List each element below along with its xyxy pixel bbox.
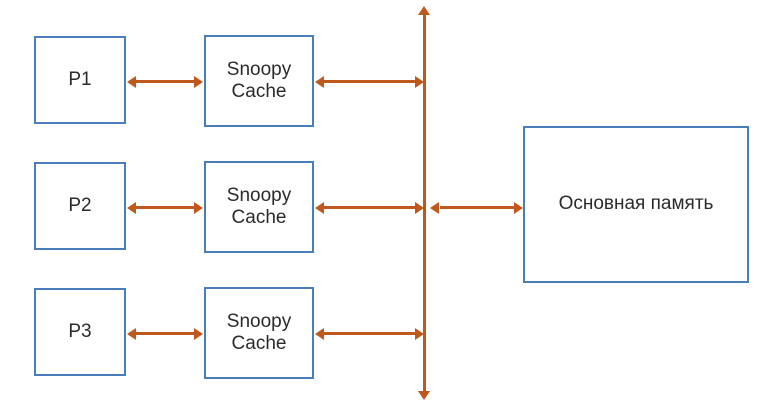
connector-line	[136, 332, 195, 335]
connector-line	[324, 206, 416, 209]
main-memory-label: Основная память	[558, 193, 714, 215]
arrowhead-left-icon	[315, 201, 324, 214]
cache-box-3[interactable]: Snoopy Cache	[204, 287, 314, 379]
cache-label-2: Snoopy Cache	[226, 184, 292, 228]
connector-line	[136, 80, 195, 83]
processor-label-p1: P1	[68, 68, 92, 90]
processor-label-p2: P2	[68, 194, 92, 216]
main-memory-box[interactable]: Основная память	[523, 126, 749, 283]
processor-label-p3: P3	[68, 320, 92, 342]
arrowhead-right-icon	[415, 75, 424, 88]
arrowhead-left-icon	[127, 201, 136, 214]
processor-box-p2[interactable]: P2	[34, 162, 126, 250]
connector-line	[136, 206, 195, 209]
connector-line	[324, 80, 416, 83]
cache-box-2[interactable]: Snoopy Cache	[204, 161, 314, 253]
bus-arrowhead-top-icon	[418, 6, 430, 15]
bus-arrowhead-bottom-icon	[418, 391, 430, 400]
cache-label-3: Snoopy Cache	[226, 310, 292, 354]
arrowhead-right-icon	[514, 201, 523, 214]
processor-box-p3[interactable]: P3	[34, 288, 126, 376]
processor-box-p1[interactable]: P1	[34, 36, 126, 124]
arrowhead-left-icon	[127, 75, 136, 88]
connector-line	[440, 206, 516, 209]
arrowhead-right-icon	[194, 327, 203, 340]
arrowhead-right-icon	[194, 201, 203, 214]
arrowhead-right-icon	[415, 327, 424, 340]
arrowhead-right-icon	[415, 201, 424, 214]
bus-line	[423, 14, 426, 394]
arrowhead-left-icon	[430, 201, 439, 214]
connector-line	[324, 332, 416, 335]
arrowhead-left-icon	[315, 327, 324, 340]
arrowhead-right-icon	[194, 75, 203, 88]
arrowhead-left-icon	[315, 75, 324, 88]
cache-box-1[interactable]: Snoopy Cache	[204, 35, 314, 127]
arrowhead-left-icon	[127, 327, 136, 340]
cache-label-1: Snoopy Cache	[226, 58, 292, 102]
